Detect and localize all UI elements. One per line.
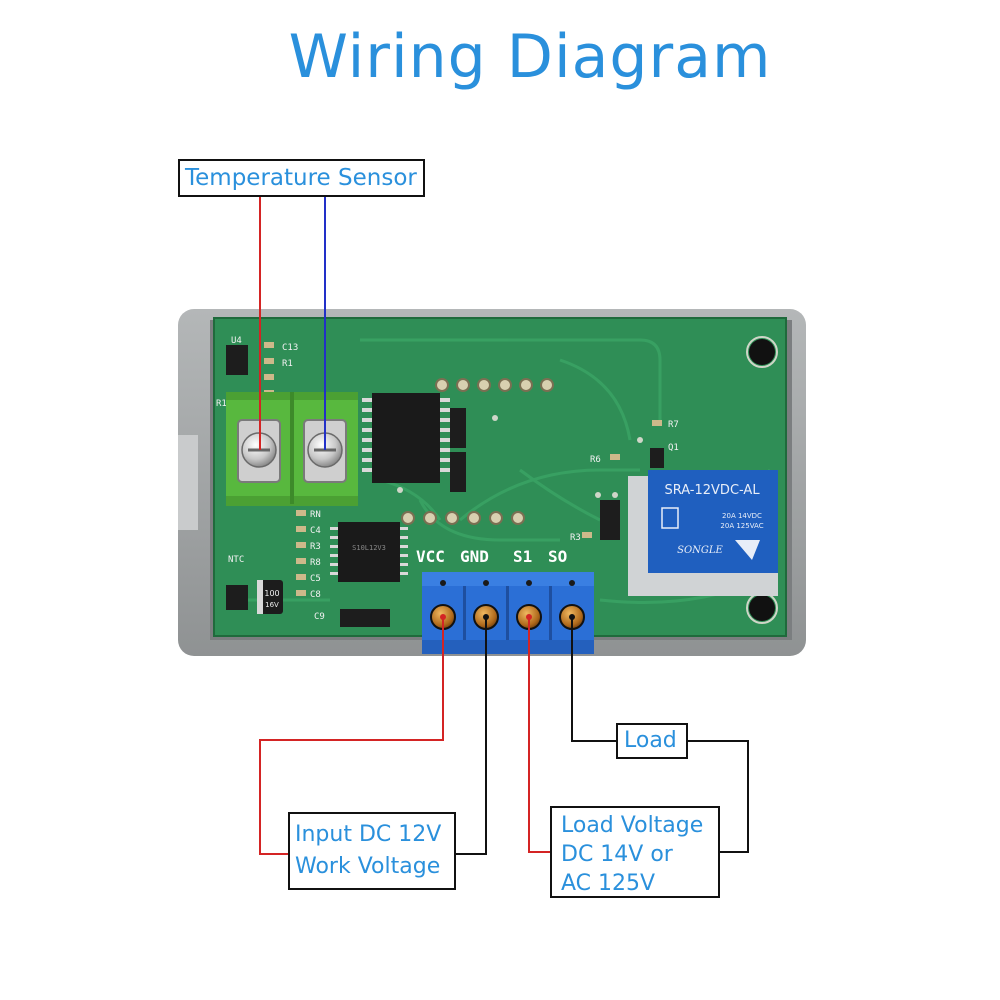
relay-model: SRA-12VDC-AL [664, 483, 760, 498]
ic-chip-main [362, 393, 450, 483]
pcb-label-r8: R8 [310, 558, 321, 568]
input-voltage-line-1: Input DC 12V [295, 822, 442, 847]
power-terminal-block [422, 572, 594, 654]
relay: SRA-12VDC-AL 20A 14VDC 20A 125VAC SONGLE [628, 470, 778, 596]
load-voltage-line-1: Load Voltage [561, 813, 704, 838]
pcb-label-c8: C8 [310, 590, 321, 600]
pcb-label-r3b: R3 [570, 533, 581, 543]
input-voltage-label: Input DC 12V Work Voltage [288, 812, 456, 890]
input-voltage-line-2: Work Voltage [295, 854, 441, 879]
load-return-wire [688, 740, 749, 853]
load-voltage-label: Load Voltage DC 14V or AC 125V [550, 806, 720, 898]
sensor-terminal-block [226, 392, 358, 506]
capacitor-voltage: 16V [265, 601, 279, 609]
pcb-label-r6: R6 [590, 455, 601, 465]
relay-brand: SONGLE [677, 545, 723, 556]
ic-chip-driver: S10L12V3 [330, 522, 408, 582]
ul-mark-icon [661, 507, 679, 529]
terminal-label-gnd: GND [460, 547, 489, 566]
pcb-label-c4: C4 [310, 526, 321, 536]
songle-logo-icon [735, 540, 760, 560]
load-label: Load [616, 723, 688, 759]
page-title: Wiring Diagram [288, 22, 772, 92]
pcb-label-r7: R7 [668, 420, 679, 430]
terminal-label-vcc: VCC [416, 547, 445, 566]
pcb-label-r1: R1 [282, 359, 293, 369]
terminal-label-s1: S1 [513, 547, 532, 566]
pcb-label-q1: Q1 [668, 443, 679, 453]
pcb-label-ntc: NTC [228, 555, 244, 565]
gnd-wire [456, 617, 487, 855]
capacitor-value: 100 [264, 589, 279, 598]
pcb-label-c9: C9 [314, 612, 325, 622]
temperature-sensor-label: Temperature Sensor [178, 159, 425, 197]
chip-marking: S10L12V3 [352, 544, 386, 552]
relay-rating-2: 20A 125VAC [720, 522, 763, 530]
electrolytic-capacitor: 100 16V [257, 580, 283, 614]
s1-wire [528, 617, 550, 853]
pcb-label-c13: C13 [282, 343, 298, 353]
pcb-label-rn: RN [310, 510, 321, 520]
load-voltage-line-3: AC 125V [561, 871, 656, 896]
pcb-label-u4: U4 [231, 336, 242, 346]
pcb-label-r10: R10 [216, 399, 232, 409]
pcb-label-c5: C5 [310, 574, 321, 584]
relay-rating-1: 20A 14VDC [722, 512, 762, 520]
terminal-label-so: SO [548, 547, 567, 566]
so-wire [571, 617, 616, 742]
load-voltage-line-2: DC 14V or [561, 842, 673, 867]
pcb-label-r3: R3 [310, 542, 321, 552]
vcc-wire [259, 617, 444, 855]
